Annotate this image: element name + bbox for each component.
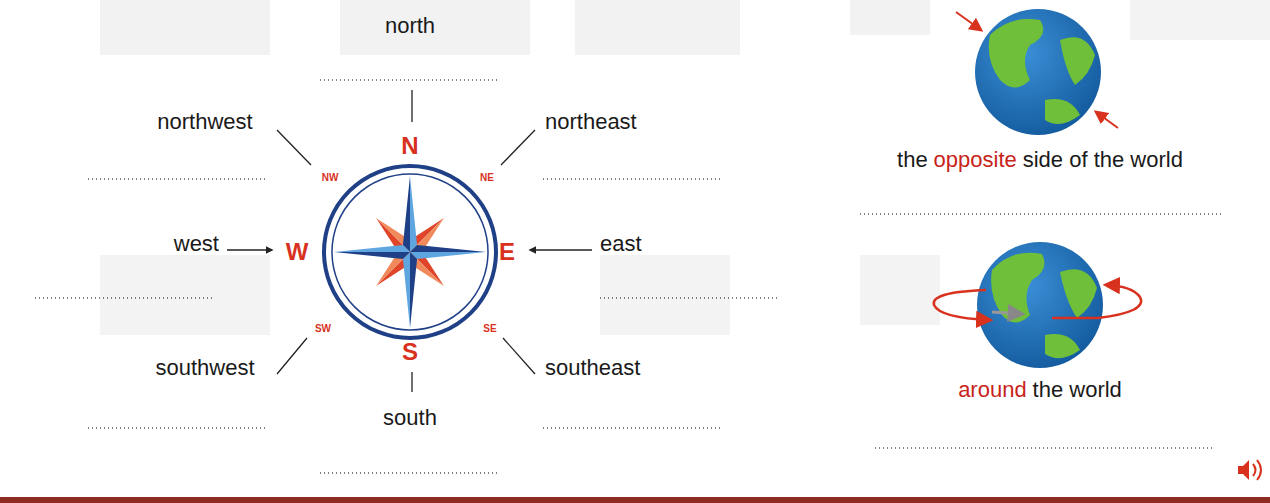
compass-letter: SE — [483, 323, 496, 334]
caption-text: around — [958, 378, 1027, 402]
caption: aroundthe world — [958, 378, 1122, 402]
background-faint — [100, 0, 1270, 335]
direction-word: northeast — [545, 110, 637, 134]
star-point — [410, 252, 417, 328]
caption: theoppositeside of the world — [897, 148, 1183, 172]
direction-word: north — [385, 14, 435, 38]
star-point — [410, 252, 486, 259]
page-edge — [0, 497, 1270, 503]
star-point — [403, 176, 410, 252]
leader-lines — [227, 90, 592, 392]
direction-word: southeast — [545, 356, 640, 380]
compass-letter: NE — [480, 172, 494, 183]
caption-text: the — [897, 148, 928, 172]
compass-rose — [324, 166, 496, 338]
direction-word: east — [600, 232, 642, 256]
star-point — [334, 245, 410, 252]
direction-word: south — [383, 406, 437, 430]
star-point — [334, 252, 410, 259]
compass-letter: NW — [322, 172, 339, 183]
globe-opposite — [956, 9, 1118, 135]
compass-letter: W — [286, 239, 309, 265]
answer-lines — [35, 80, 1222, 473]
compass-letter: E — [499, 239, 515, 265]
compass-letter: SW — [315, 323, 331, 334]
audio-icon — [1238, 460, 1261, 480]
direction-word: southwest — [155, 356, 254, 380]
direction-word: northwest — [157, 110, 252, 134]
star-point — [403, 252, 410, 328]
star-point — [410, 176, 417, 252]
globe-around — [934, 242, 1141, 368]
caption-text: opposite — [934, 148, 1017, 172]
caption-text: the world — [1033, 378, 1122, 402]
compass-letter: S — [402, 339, 418, 365]
caption-text: side of the world — [1023, 148, 1183, 172]
star-point — [410, 245, 486, 252]
direction-word: west — [174, 232, 219, 256]
compass-letter: N — [401, 133, 418, 159]
